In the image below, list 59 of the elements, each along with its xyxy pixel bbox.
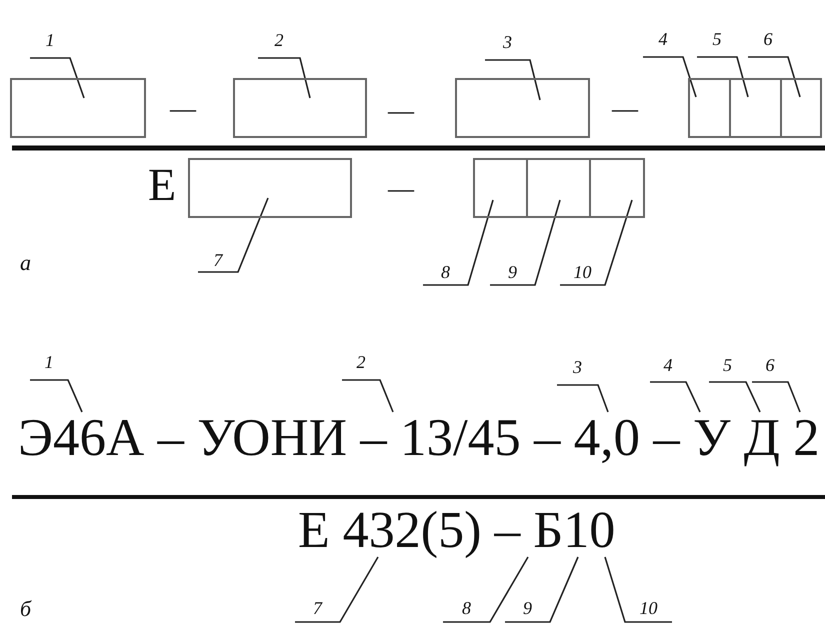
empty-box	[188, 158, 352, 218]
callout-number: 6	[748, 14, 788, 57]
callout-number: 7	[198, 250, 238, 272]
leader-line	[342, 379, 394, 412]
callout-number: 1	[30, 352, 68, 380]
leader-line	[752, 381, 801, 412]
callout-number: 8	[443, 598, 490, 622]
callout-number: 9	[505, 598, 550, 622]
callout-number: 2	[342, 352, 380, 380]
callout-number: 2	[258, 14, 300, 58]
leader-line	[485, 59, 541, 100]
dash-sign: —	[612, 96, 638, 122]
callout-number: 1	[30, 14, 70, 58]
designation-text: Е 432(5) – Б10	[298, 505, 628, 557]
callout-number: 3	[557, 355, 598, 385]
leader-line	[748, 56, 801, 98]
dash-sign: —	[388, 98, 414, 124]
dash-sign: —	[388, 176, 414, 202]
callout-number: 5	[697, 14, 737, 57]
leader-line	[650, 381, 701, 412]
leader-line	[697, 56, 749, 98]
leader-line	[443, 556, 529, 623]
leader-line	[490, 200, 561, 286]
leader-line	[258, 57, 311, 98]
callout-number: 8	[423, 262, 468, 285]
callout-number: 4	[650, 355, 686, 382]
leader-line	[198, 198, 269, 273]
leader-line	[557, 384, 609, 412]
callout-number: 10	[625, 598, 672, 622]
leader-line	[643, 56, 697, 98]
panel-letter: а	[20, 252, 31, 274]
designation-text: Е	[148, 162, 176, 208]
leader-line	[295, 556, 379, 623]
empty-box	[780, 78, 822, 138]
empty-box	[233, 78, 367, 138]
leader-line	[604, 556, 672, 623]
callout-number: 9	[490, 262, 535, 285]
callout-number: 6	[752, 355, 788, 382]
leader-line	[505, 556, 579, 623]
empty-box	[10, 78, 146, 138]
leader-line	[560, 200, 633, 286]
callout-number: 10	[560, 262, 605, 285]
callout-number: 5	[709, 355, 746, 382]
empty-box	[455, 78, 590, 138]
empty-box	[589, 158, 645, 218]
designation-text: Э46А – УОНИ – 13/45 – 4,0 – У Д 2	[18, 412, 823, 465]
leader-line	[709, 381, 761, 412]
empty-box	[688, 78, 731, 138]
callout-number: 4	[643, 14, 683, 57]
callout-number: 3	[485, 16, 530, 60]
leader-line	[30, 379, 83, 412]
leader-line	[423, 200, 494, 286]
empty-box	[729, 78, 782, 138]
panel-letter: б	[20, 598, 32, 620]
empty-box	[526, 158, 591, 218]
empty-box	[473, 158, 528, 218]
leader-line	[30, 57, 85, 98]
dash-sign: —	[170, 96, 196, 122]
callout-number: 7	[295, 598, 340, 622]
